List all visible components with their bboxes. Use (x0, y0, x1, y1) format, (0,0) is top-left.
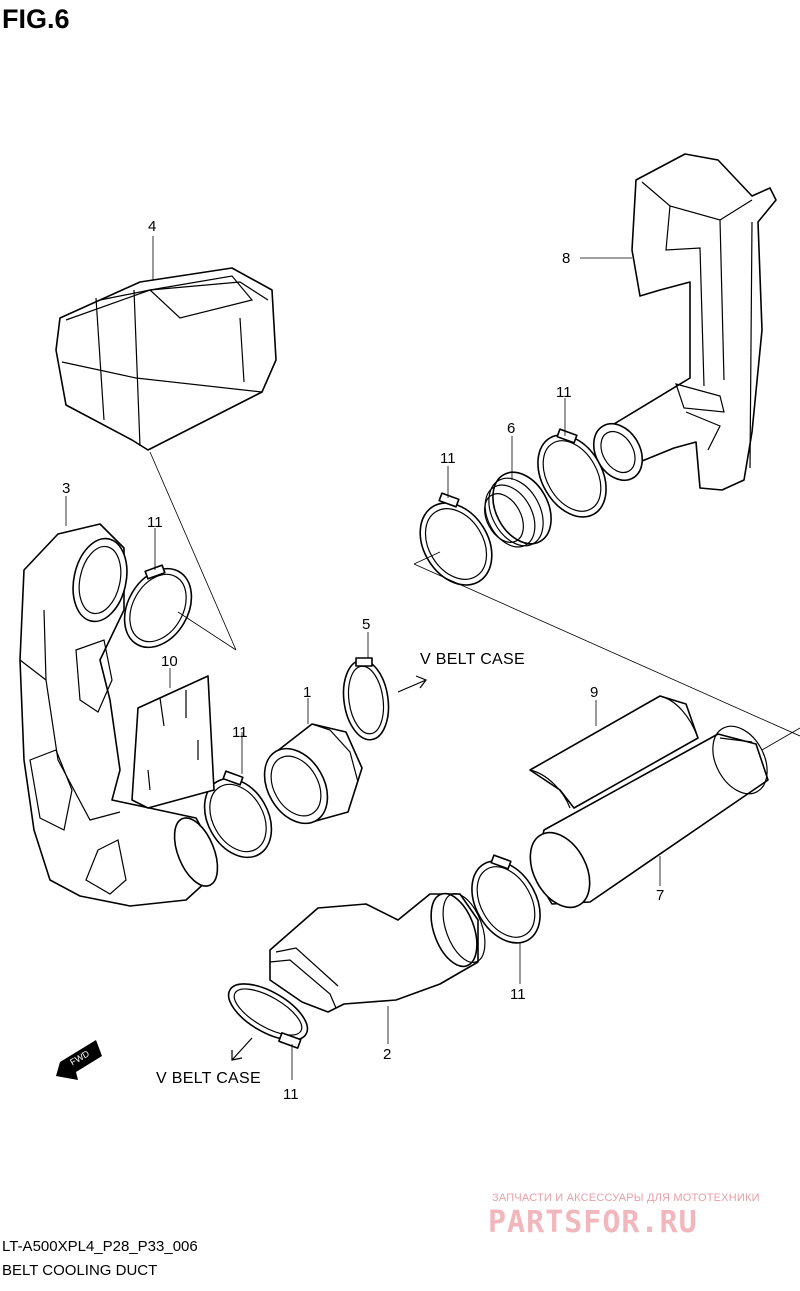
callout-5: 5 (362, 616, 371, 633)
part-2-bent-duct (269, 892, 486, 1013)
callout-2: 2 (383, 1046, 392, 1063)
callout-8: 8 (562, 250, 571, 267)
callout-6: 6 (507, 420, 516, 437)
watermark-brand: PARTSFOR.RU (488, 1205, 698, 1240)
diagram-title: BELT COOLING DUCT (2, 1262, 158, 1279)
callout-11-lower-right: 11 (510, 986, 526, 1003)
callout-11-middle: 11 (232, 724, 248, 741)
watermark-tagline: ЗАПЧАСТИ И АКСЕССУАРЫ ДЛЯ МОТОТЕХНИКИ (492, 1192, 760, 1204)
part-10-filter (131, 675, 215, 809)
callout-11-upper-right: 11 (556, 384, 572, 401)
part-8-upper-duct (592, 153, 777, 491)
callout-4: 4 (148, 218, 157, 235)
callout-9: 9 (590, 684, 599, 701)
callout-11-bottom: 11 (283, 1086, 299, 1103)
part-3-duct (19, 523, 219, 907)
model-code: LT-A500XPL4_P28_P33_006 (2, 1238, 198, 1255)
callout-3: 3 (62, 480, 71, 497)
part-1-boot (263, 723, 363, 825)
destination-label-upper: V BELT CASE (420, 651, 525, 668)
part-4-cover (55, 267, 277, 451)
part-11-clamp-bottom (227, 983, 309, 1049)
arrow-lower (231, 1037, 253, 1061)
part-7-tube (529, 725, 769, 909)
arrow-upper (397, 675, 427, 693)
part-9-shell (529, 695, 699, 809)
part-11-clamp-upper-left (419, 492, 493, 586)
part-5-gasket (342, 657, 390, 741)
part-11-clamp-left (123, 564, 193, 649)
callout-7: 7 (656, 887, 665, 904)
callout-10: 10 (161, 653, 178, 670)
callout-11-left: 11 (147, 514, 163, 531)
callout-11-upper-left: 11 (440, 450, 456, 467)
fwd-direction-icon: FWD (56, 1040, 102, 1080)
part-6-boot (484, 471, 552, 548)
callout-1: 1 (303, 684, 312, 701)
figure-title: FIG.6 (2, 4, 70, 34)
destination-label-lower: V BELT CASE (156, 1070, 261, 1087)
part-11-clamp-upper-right (537, 428, 607, 518)
part-11-clamp-lower-right (471, 854, 541, 944)
leader-lines (65, 236, 800, 1080)
part-11-clamp-middle (203, 770, 273, 859)
